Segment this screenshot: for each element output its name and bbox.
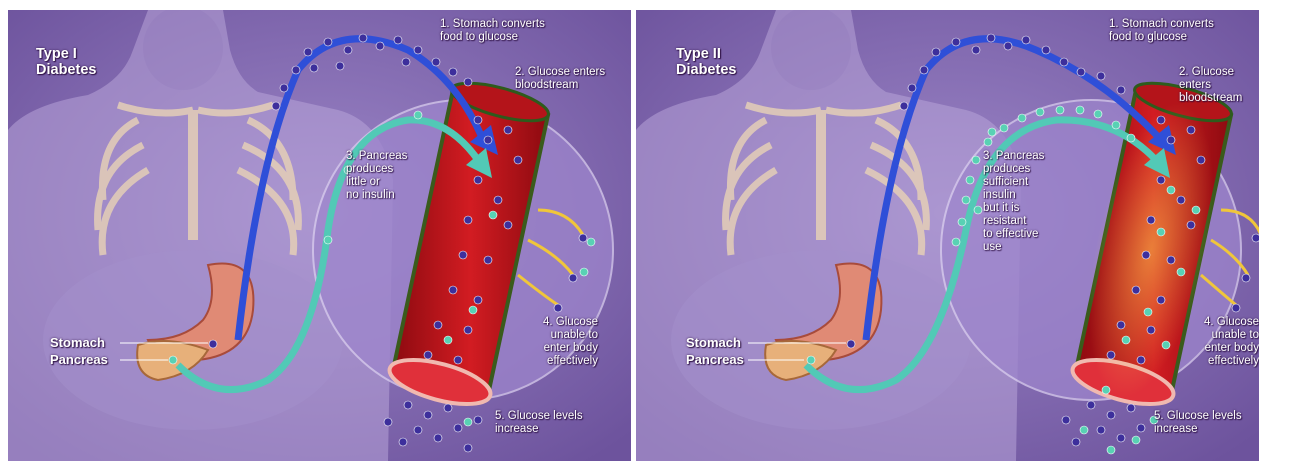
stomach-label: Stomach bbox=[686, 335, 741, 350]
step-3-label: 3. Pancreas produces sufficient insulin … bbox=[983, 150, 1044, 254]
panel-title: Type I Diabetes bbox=[36, 46, 96, 78]
step-1-label: 1. Stomach converts food to glucose bbox=[1109, 18, 1214, 44]
pancreas-label: Pancreas bbox=[50, 352, 108, 367]
pancreas-label: Pancreas bbox=[686, 352, 744, 367]
step-3-label: 3. Pancreas produces little or no insuli… bbox=[346, 150, 407, 202]
step-4-label: 4. Glucose unable to enter body effectiv… bbox=[1204, 316, 1259, 368]
step-4-label: 4. Glucose unable to enter body effectiv… bbox=[543, 316, 598, 368]
step-5-label: 5. Glucose levels increase bbox=[495, 410, 583, 436]
type-2-diabetes-panel: Type II Diabetes 1. Stomach converts foo… bbox=[636, 10, 1259, 461]
stomach-label: Stomach bbox=[50, 335, 105, 350]
type-1-diabetes-panel: Type I Diabetes 1. Stomach converts food… bbox=[8, 10, 631, 461]
panel-title: Type II Diabetes bbox=[676, 46, 736, 78]
step-1-label: 1. Stomach converts food to glucose bbox=[440, 18, 545, 44]
step-2-label: 2. Glucose enters bloodstream bbox=[515, 66, 605, 92]
step-5-label: 5. Glucose levels increase bbox=[1154, 410, 1242, 436]
step-2-label: 2. Glucose enters bloodstream bbox=[1179, 66, 1259, 105]
